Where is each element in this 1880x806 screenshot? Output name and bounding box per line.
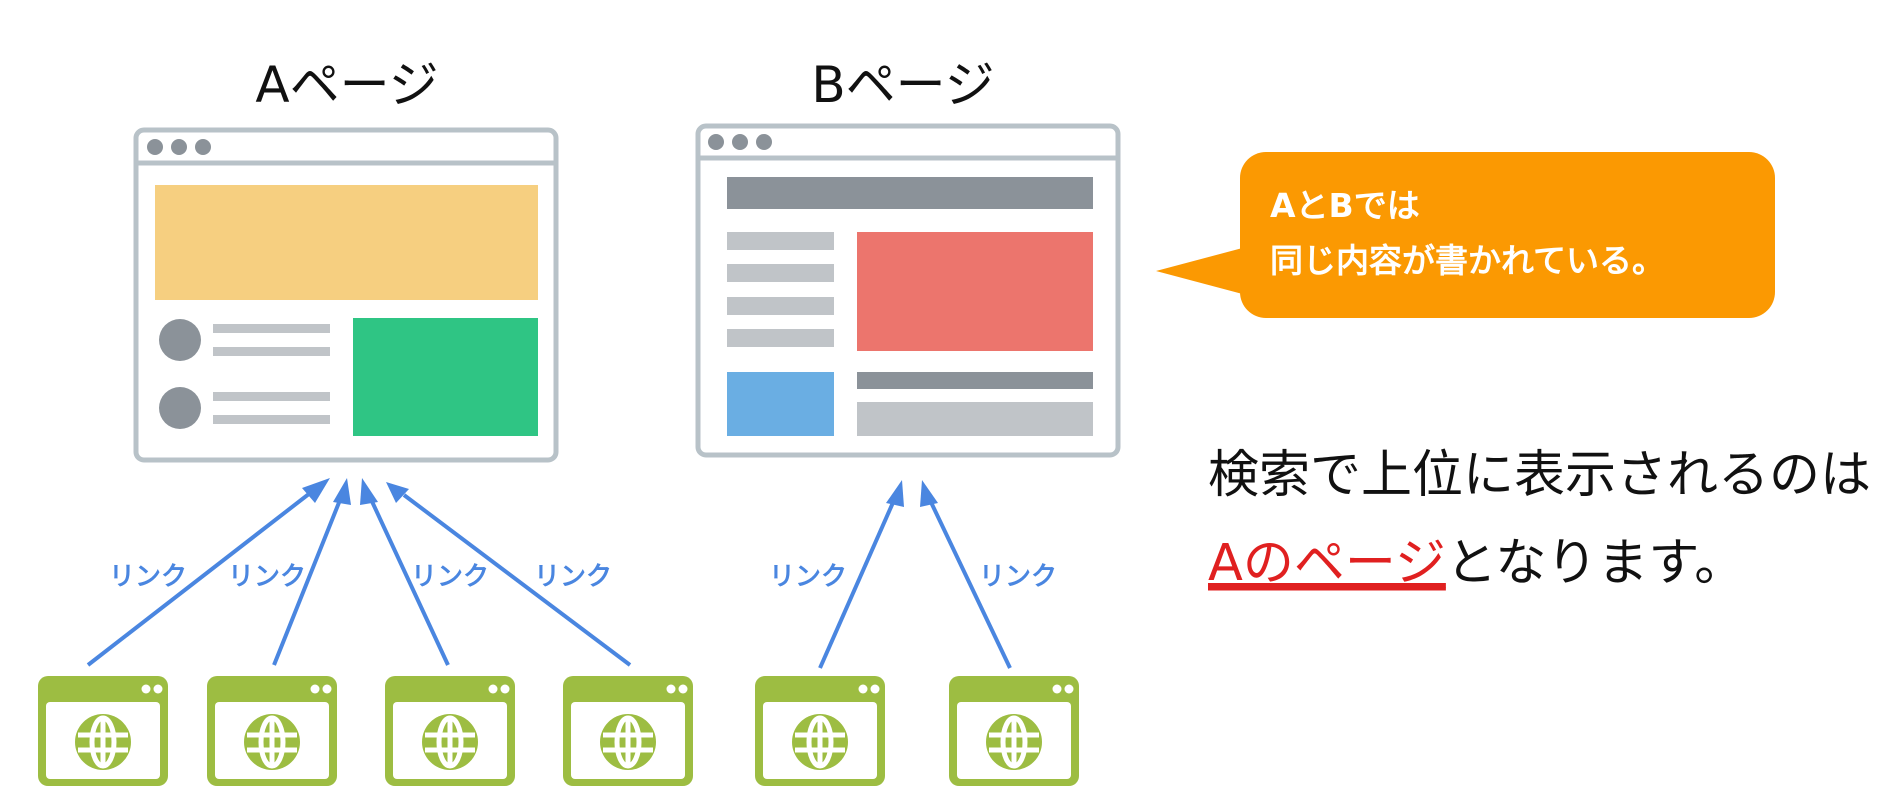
- result-line-1: 検索で上位に表示されるのは: [1208, 446, 1871, 505]
- window-dots-icon: [708, 134, 772, 150]
- globe-window-icon: [38, 676, 168, 786]
- globe-window-icon: [563, 676, 693, 786]
- result-line-2: Aのページとなります。: [1208, 534, 1745, 593]
- link-label: リンク: [769, 562, 847, 592]
- globe-window-icon: [385, 676, 515, 786]
- page-b-title: Bページ: [811, 56, 994, 114]
- result-line-2-rest: となります。: [1446, 534, 1745, 593]
- bubble-line-2: 同じ内容が書かれている。: [1270, 241, 1665, 280]
- globe-window-icon: [755, 676, 885, 786]
- link-arrow: [272, 478, 351, 666]
- globe-window-icon: [207, 676, 337, 786]
- window-dots-icon: [147, 139, 211, 155]
- link-arrow: [360, 478, 450, 666]
- result-highlight: Aのページ: [1208, 534, 1446, 593]
- speech-bubble: AとBでは 同じ内容が書かれている。: [1156, 152, 1775, 318]
- globe-window-icon: [949, 676, 1079, 786]
- page-b-browser: [695, 123, 1121, 458]
- page-a-avatar: [159, 387, 201, 429]
- link-label: リンク: [228, 562, 306, 592]
- page-a-avatar: [159, 319, 201, 361]
- page-b-image-block: [857, 232, 1093, 351]
- link-arrow: [920, 480, 1012, 669]
- link-label: リンク: [979, 562, 1057, 592]
- page-a-browser: [133, 127, 559, 463]
- link-arrow: [386, 482, 632, 667]
- link-label: リンク: [411, 562, 489, 592]
- page-a-header-block: [155, 185, 538, 300]
- link-arrow: [818, 480, 904, 669]
- page-a-title: Aページ: [255, 56, 438, 114]
- link-arrows: [86, 478, 1012, 669]
- linking-sites: [38, 676, 1079, 786]
- link-label: リンク: [534, 562, 612, 592]
- link-label: リンク: [109, 562, 187, 592]
- link-arrow: [86, 478, 330, 667]
- page-a-image-block: [353, 318, 538, 436]
- page-b-small-block: [727, 372, 834, 436]
- bubble-line-1: AとBでは: [1270, 186, 1420, 225]
